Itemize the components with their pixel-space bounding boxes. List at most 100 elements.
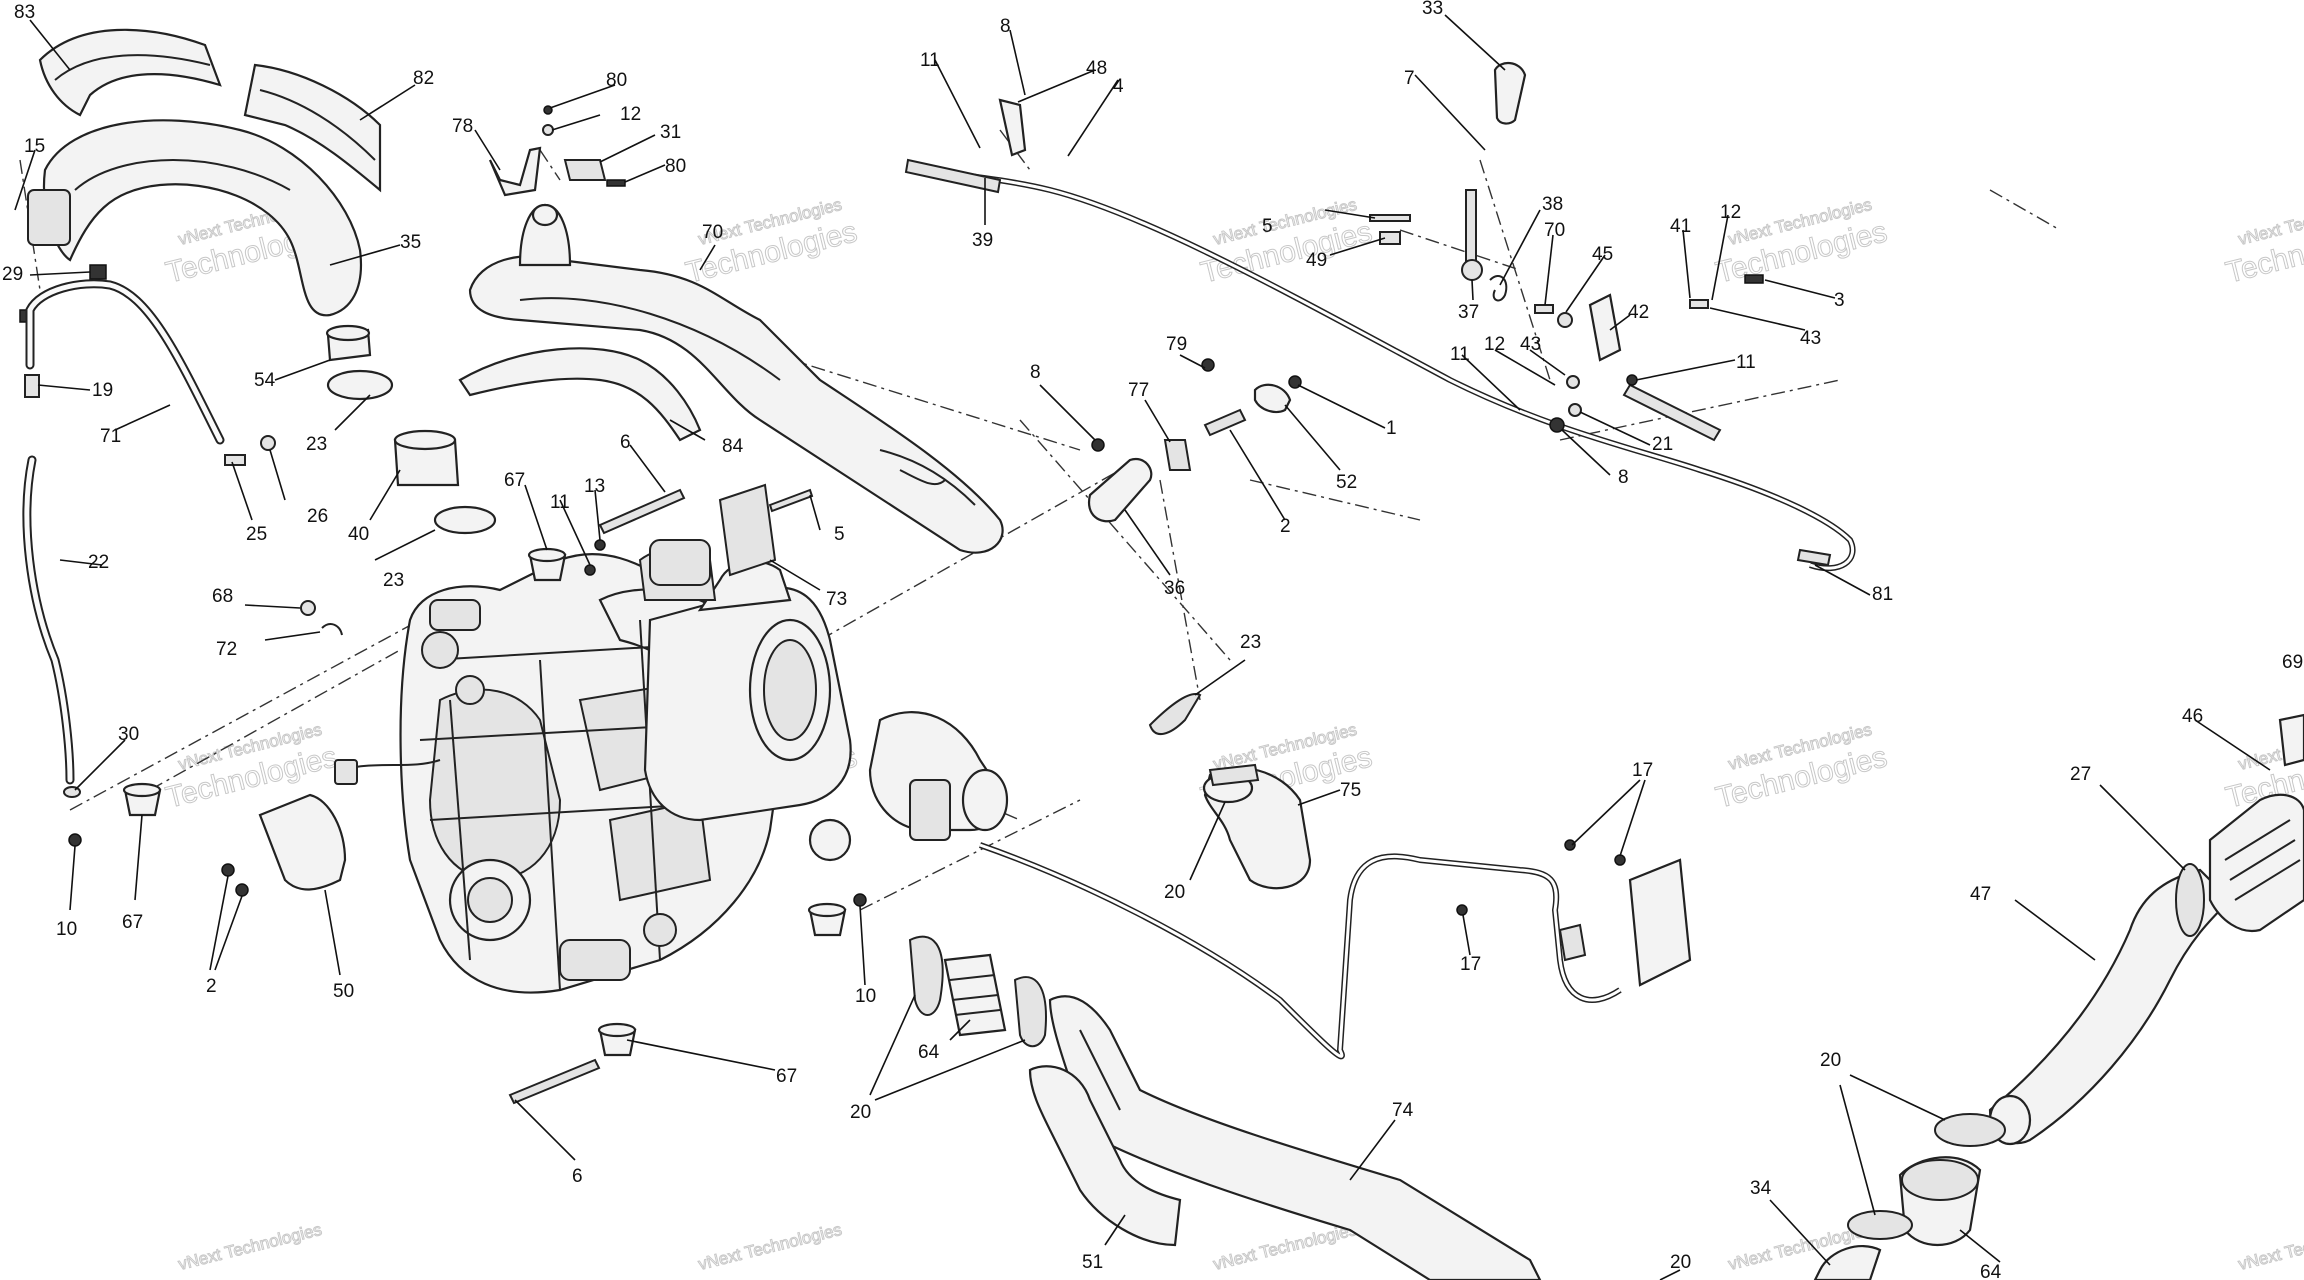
callout-48: 48 xyxy=(1086,58,1107,79)
callout-23a: 23 xyxy=(306,434,327,455)
callout-49: 49 xyxy=(1306,250,1327,271)
cable-end-sheath xyxy=(1622,383,1722,442)
callout-33: 33 xyxy=(1422,0,1443,19)
connector xyxy=(334,759,358,785)
callout-11c: 11 xyxy=(1450,344,1470,365)
plate-73 xyxy=(718,483,777,577)
callout-8c: 8 xyxy=(1030,362,1041,383)
knob-33 xyxy=(1493,62,1527,125)
callout-64a: 64 xyxy=(918,1042,940,1063)
breather-hose-assembly xyxy=(22,279,276,798)
callout-70a: 70 xyxy=(702,222,723,243)
callout-7: 7 xyxy=(1404,68,1415,89)
callout-8b: 8 xyxy=(1618,467,1629,488)
screw-41 xyxy=(1689,299,1709,309)
callout-50: 50 xyxy=(333,981,354,1002)
callout-34: 34 xyxy=(1750,1178,1772,1199)
callout-21: 21 xyxy=(1652,434,1673,455)
hose-71 xyxy=(25,279,225,445)
duct-84 xyxy=(458,347,702,442)
callout-30: 30 xyxy=(118,724,139,745)
callout-11d: 11 xyxy=(1736,352,1756,373)
callout-45: 45 xyxy=(1592,244,1613,265)
bushing-52 xyxy=(1253,383,1292,414)
callout-20c: 20 xyxy=(1670,1252,1691,1273)
screw-17c xyxy=(1456,904,1468,916)
clamp-20a xyxy=(1208,763,1260,787)
watermark: vNext Technologies xyxy=(2236,1219,2304,1274)
callout-13: 13 xyxy=(584,476,605,497)
callout-46: 46 xyxy=(2182,706,2203,727)
connector xyxy=(1558,923,1587,962)
air-box-70 xyxy=(468,255,1004,554)
callout-2b: 2 xyxy=(1280,516,1291,537)
callout-31: 31 xyxy=(660,122,681,143)
callout-73: 73 xyxy=(826,589,847,610)
cvt-hoses xyxy=(908,763,1542,1280)
pin-70 xyxy=(1534,304,1554,314)
throttle-sensor xyxy=(909,779,951,841)
callout-8a: 8 xyxy=(1000,16,1011,37)
nut-8 xyxy=(1091,438,1105,452)
duct-47 xyxy=(1988,868,2232,1145)
right-intake-assembly xyxy=(1813,713,2304,1280)
callout-41: 41 xyxy=(1670,216,1691,237)
callout-37: 37 xyxy=(1458,302,1479,323)
callout-42: 42 xyxy=(1628,302,1649,323)
nut-10a xyxy=(68,833,82,847)
callout-17a: 17 xyxy=(1632,760,1653,781)
clamp-20e xyxy=(1847,1210,1913,1240)
callout-25: 25 xyxy=(246,524,267,545)
screw-2b xyxy=(235,883,249,897)
screw-17a xyxy=(1564,839,1576,851)
leader-lines xyxy=(14,14,2271,1280)
callout-74: 74 xyxy=(1392,1100,1414,1121)
nut-26 xyxy=(260,435,276,451)
callout-11b: 11 xyxy=(920,50,940,71)
callout-10a: 10 xyxy=(56,919,77,940)
callout-52: 52 xyxy=(1336,472,1357,493)
callout-84: 84 xyxy=(722,436,744,457)
callout-20b: 20 xyxy=(850,1102,871,1123)
callout-80b: 80 xyxy=(665,156,686,177)
nut-11 xyxy=(1626,374,1638,386)
svg-text:vNext Technologies: vNext Technologies xyxy=(176,1220,323,1274)
nut-11 xyxy=(584,564,596,576)
callout-5b: 5 xyxy=(1262,216,1273,237)
callout-11a: 11 xyxy=(550,492,570,513)
bracket-77 xyxy=(1163,439,1192,471)
callout-39: 39 xyxy=(972,230,993,251)
callout-10b: 10 xyxy=(855,986,876,1007)
callout-38: 38 xyxy=(1542,194,1563,215)
callout-64b: 64 xyxy=(1980,1262,2002,1280)
cvt-intake-assembly xyxy=(638,539,1009,862)
callout-19: 19 xyxy=(92,380,113,401)
nut-29 xyxy=(89,264,107,280)
bolt-6a xyxy=(598,488,686,535)
callout-40: 40 xyxy=(348,524,369,545)
callout-27: 27 xyxy=(2070,764,2091,785)
air-intake-duct-assembly xyxy=(19,28,497,535)
callout-72: 72 xyxy=(216,639,237,660)
callout-23b: 23 xyxy=(383,570,404,591)
tee-25 xyxy=(224,454,246,466)
bracket-36 xyxy=(1087,457,1153,523)
assembly-axis-lines xyxy=(19,129,2061,911)
watermark: vNext Technologies xyxy=(176,1219,324,1274)
callout-43a: 43 xyxy=(1800,328,1821,349)
hose-clamp-23b xyxy=(433,505,497,535)
callout-75: 75 xyxy=(1340,780,1361,801)
washer-12 xyxy=(542,124,554,136)
callout-67c: 67 xyxy=(776,1066,797,1087)
clamp-20d xyxy=(1934,1113,2006,1147)
air-box-assembly xyxy=(458,203,1004,554)
watermark: vNext Technologies xyxy=(1211,1219,1359,1274)
intake-duct-35 xyxy=(43,119,363,317)
callout-6b: 6 xyxy=(572,1166,583,1187)
intake-duct-83 xyxy=(38,28,222,117)
svg-text:vNext Technologies: vNext Technologies xyxy=(696,1220,843,1274)
callout-82: 82 xyxy=(413,68,434,89)
callout-54: 54 xyxy=(254,370,276,391)
nut-13 xyxy=(594,539,606,551)
